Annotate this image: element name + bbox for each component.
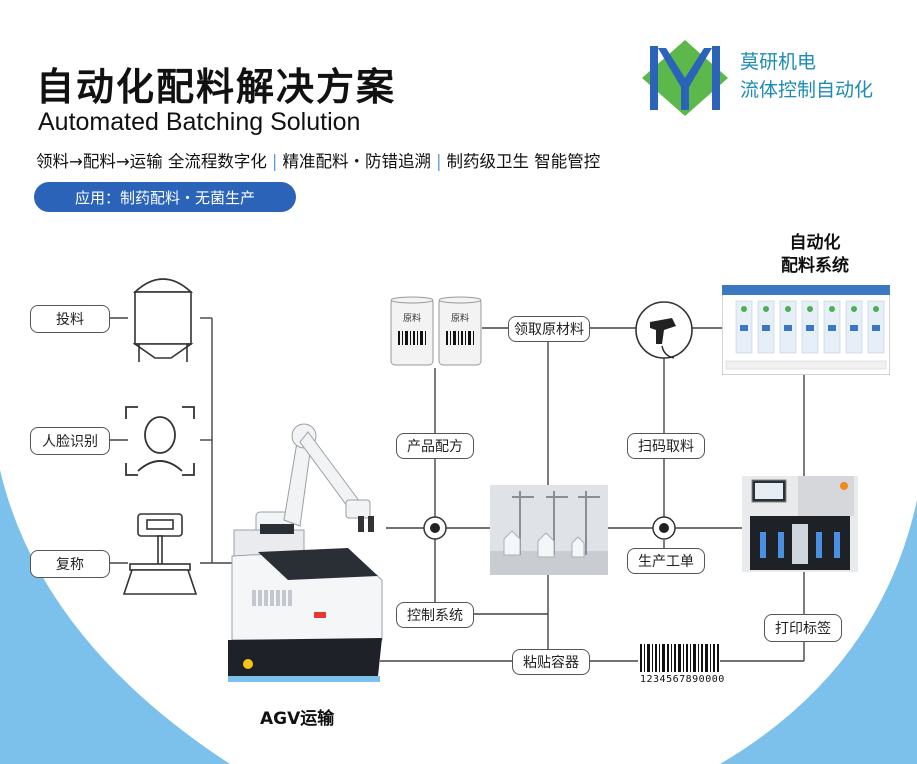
page-title: 自动化配料解决方案 (36, 65, 397, 109)
brand-name: 莫研机电 流体控制自动化 (740, 48, 873, 104)
brand-name-line-1: 莫研机电 (740, 51, 817, 73)
node-face-recognition: 人脸识别 (30, 427, 110, 455)
barcode-scanner-icon (635, 301, 693, 359)
tagline-part-3: 制药级卫生 智能管控 (446, 152, 601, 171)
node-scan-pick: 扫码取料 (627, 433, 705, 459)
silo-icon (132, 278, 194, 362)
tagline-separator: | (271, 152, 278, 171)
application-badge: 应用：制药配料・无菌生产 (34, 182, 296, 212)
batching-system-screen (722, 285, 890, 375)
weighing-scale-icon (122, 513, 198, 595)
drum-label-2: 原料 (451, 312, 469, 324)
node-feeding: 投料 (30, 305, 110, 333)
node-control-system: 控制系统 (396, 602, 474, 628)
tagline: 领料→配料→运输 全流程数字化|精准配料・防错追溯|制药级卫生 智能管控 (36, 148, 600, 172)
drum-label-1: 原料 (403, 312, 421, 324)
junction-node-left (423, 516, 447, 540)
dispensing-machine (742, 476, 858, 572)
junction-node-right (652, 516, 676, 540)
lab-dispensing-station (490, 485, 608, 575)
node-production-order: 生产工单 (627, 548, 705, 574)
node-product-formula: 产品配方 (396, 433, 474, 459)
tagline-part-2: 精准配料・防错追溯 (282, 152, 431, 171)
raw-material-drums-icon: 原料 原料 (390, 296, 482, 366)
system-screen-title: 自动化 配料系统 (760, 232, 870, 278)
node-print-label: 打印标签 (764, 614, 842, 642)
face-recognition-icon (125, 406, 195, 476)
brand-name-line-2: 流体控制自动化 (740, 79, 874, 101)
system-screen-title-line-1: 自动化 (789, 233, 841, 253)
agv-label: AGV运输 (260, 709, 335, 729)
agv-robot (228, 423, 383, 682)
barcode-digits: 1234567890000 (640, 674, 725, 685)
page-subtitle: Automated Batching Solution (38, 108, 361, 136)
barcode-icon (640, 644, 719, 672)
tagline-separator: | (435, 152, 442, 171)
node-fetch-material: 领取原材料 (508, 316, 590, 342)
node-stick-container: 粘贴容器 (512, 649, 590, 675)
tagline-part-1: 领料→配料→运输 全流程数字化 (36, 152, 267, 171)
system-screen-title-line-2: 配料系统 (781, 256, 849, 276)
node-reweigh: 复称 (30, 550, 110, 578)
brand-logo-icon (642, 40, 728, 116)
